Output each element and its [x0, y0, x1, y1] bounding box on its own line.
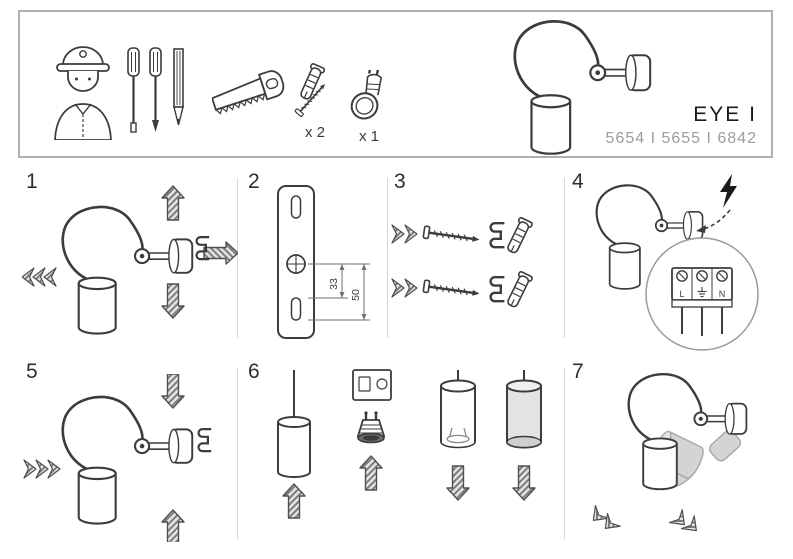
- dimension-label-50: 50: [350, 289, 362, 301]
- step-5: 5: [22, 360, 236, 548]
- arrow-up-icon: [282, 483, 306, 519]
- supply-wires: [681, 307, 723, 336]
- retaining-clip-icon: [197, 428, 213, 453]
- step-1: 1: [22, 170, 238, 352]
- step-number: 4: [572, 170, 584, 193]
- chevron-swivel-left-icon: [586, 504, 609, 528]
- power-lead-line: [703, 209, 731, 230]
- chevron-right-icon: [404, 224, 418, 244]
- step-number: 2: [248, 170, 260, 193]
- lamp-illustration: [61, 395, 194, 525]
- chevron-right-icon: [47, 459, 61, 479]
- step7-adjustment-illustration: [586, 372, 748, 538]
- divider: [564, 178, 565, 338]
- step-number: 7: [572, 360, 584, 383]
- divider: [387, 178, 388, 338]
- arrow-right-icon: [203, 241, 238, 265]
- terminal-block: [671, 267, 733, 308]
- kit-dowel-icon: [297, 62, 326, 102]
- step1-disassembly-illustration: [22, 185, 238, 335]
- chevron-right-icon: [35, 459, 49, 479]
- step3-hardware-illustration: [391, 216, 534, 310]
- arrow-down-icon: [446, 465, 470, 501]
- gu10-bulb-icon: [350, 70, 383, 120]
- divider: [564, 368, 565, 540]
- bulb-quantity-label: x 1: [358, 128, 379, 145]
- step-7: 7: [568, 360, 775, 548]
- phillips-screwdriver-icon: [149, 47, 162, 132]
- bulb-shape: [350, 70, 383, 120]
- product-name: EYE I: [693, 103, 757, 126]
- wall-plug-icon: [293, 62, 330, 118]
- dimension-label-33: 33: [328, 278, 340, 290]
- hard-hat-icon: [56, 46, 110, 72]
- wall-plug-kit: x 2: [288, 56, 342, 148]
- plug-quantity-label: x 2: [304, 124, 325, 141]
- mounting-bracket: [277, 185, 315, 339]
- step6-bulb-install-illustration: [277, 369, 542, 519]
- chevron-swivel-right-icon: [680, 515, 704, 538]
- step-number: 3: [394, 170, 406, 193]
- arrow-down-icon: [161, 374, 185, 409]
- arrow-down-icon: [161, 283, 185, 319]
- screw-icon: [421, 278, 482, 301]
- installer-icon: [54, 46, 112, 140]
- pencil-icon: [173, 48, 184, 126]
- sleeve-stage: [277, 370, 311, 519]
- lead-arrowhead: [696, 225, 706, 233]
- chevron-right-icon: [391, 224, 405, 244]
- step-2: 2 33 50: [244, 170, 384, 352]
- step-3: 3: [390, 170, 562, 352]
- cover-stage: [440, 370, 476, 501]
- chevron-right-icon: [23, 459, 37, 479]
- wall-plug-icon: [504, 270, 534, 310]
- step-number: 5: [26, 360, 38, 383]
- step-4: 4 L: [568, 170, 775, 352]
- product-models: 5654 I 5655 I 6842: [605, 130, 757, 147]
- installer-torso: [54, 103, 112, 140]
- step4-wiring-diagram: L N: [595, 174, 759, 351]
- arrow-up-icon: [161, 185, 185, 221]
- ground-symbol: [697, 287, 707, 298]
- arrow-down-icon: [512, 465, 536, 501]
- chevron-right-icon: [404, 278, 418, 298]
- wall-plug-icon: [504, 216, 534, 256]
- chevron-left-icon: [43, 267, 57, 287]
- retaining-clip-icon: [489, 221, 506, 249]
- bulb-kit: x 1: [344, 70, 394, 148]
- step5-reassembly-illustration: [23, 374, 213, 542]
- terminal-label-live: L: [679, 289, 684, 299]
- step-number: 6: [248, 360, 260, 383]
- ghost-head: [709, 430, 742, 462]
- arrow-up-icon: [359, 455, 383, 491]
- brand-block: EYE I 5654 I 5655 I 6842: [606, 103, 757, 148]
- saw-shape: [212, 70, 285, 115]
- flat-screwdriver-icon: [127, 47, 140, 133]
- chevron-right-icon: [391, 278, 405, 298]
- terminal-label-neutral: N: [719, 289, 726, 299]
- chevron-left-icon: [22, 267, 35, 287]
- lightning-icon: [720, 174, 737, 208]
- arrow-up-icon: [161, 509, 185, 542]
- installer-face: [67, 71, 99, 92]
- step-number: 1: [26, 170, 38, 193]
- dimension-arrowheads: [339, 264, 367, 320]
- screw-icon: [421, 224, 482, 247]
- dimension-lines: [308, 263, 370, 321]
- divider: [237, 178, 238, 338]
- bulb-stage: [352, 369, 392, 491]
- step-6: 6: [244, 360, 562, 548]
- final-stage: [506, 370, 542, 501]
- included-parts-panel: x 2 x 1 EYE I 5654 I 5655 I 6842: [18, 10, 773, 158]
- step2-bracket-diagram: 33 50: [277, 185, 370, 339]
- screwdrivers-pencil-icon: [127, 47, 184, 133]
- retaining-clip-icon: [489, 276, 506, 303]
- divider: [237, 368, 238, 540]
- chevron-left-icon: [32, 267, 46, 287]
- saw-icon: [212, 70, 285, 115]
